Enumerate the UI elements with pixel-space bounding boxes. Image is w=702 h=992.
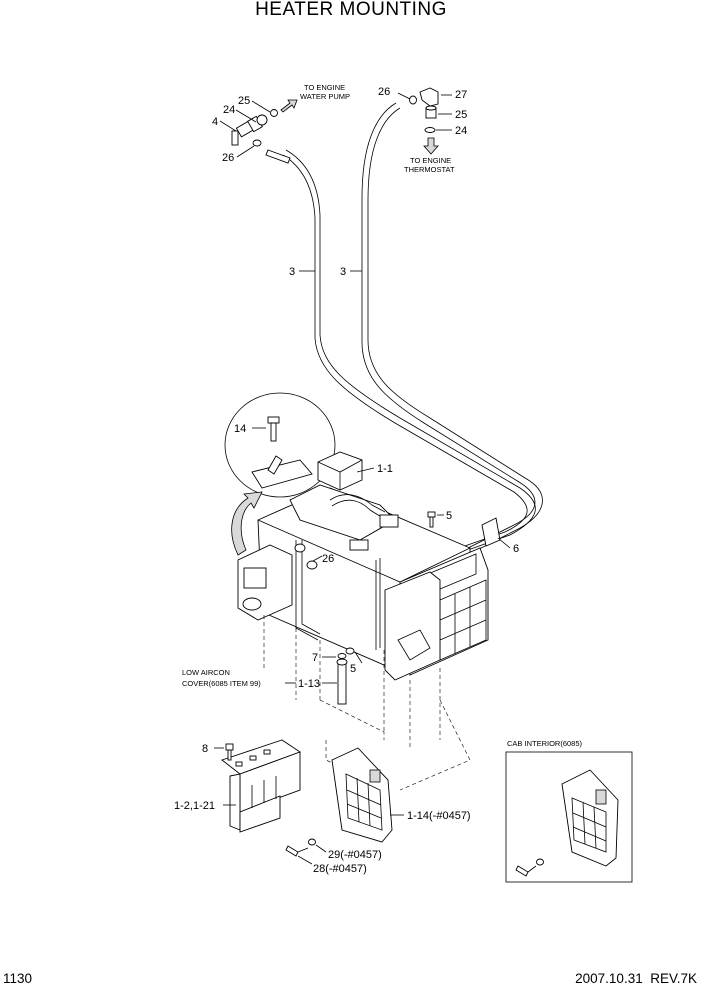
callout-1-1: 1-1 <box>377 463 393 475</box>
callout-7: 7 <box>312 652 318 664</box>
valve-fitting-group <box>231 99 298 164</box>
page-number: 1130 <box>3 971 32 986</box>
callout-6: 6 <box>513 543 519 555</box>
flow-arrow-icon <box>423 137 439 155</box>
callout-25b: 25 <box>455 109 467 121</box>
callout-24a: 24 <box>223 104 235 116</box>
callout-1-14: 1-14(-#0457) <box>407 810 471 822</box>
note-to-engine-thermo-2: THERMOSTAT <box>404 165 455 174</box>
screw-28 <box>285 838 316 857</box>
callout-26b: 26 <box>378 86 390 98</box>
note-cab-interior: CAB INTERIOR(6085) <box>507 739 583 748</box>
note-low-aircon-1: LOW AIRCON <box>182 668 230 677</box>
callout-26a: 26 <box>222 152 234 164</box>
note-to-engine-pump-2: WATER PUMP <box>300 92 350 101</box>
bracket-1-13 <box>336 653 348 705</box>
callout-24b: 24 <box>455 125 467 137</box>
elbow-fitting-group <box>409 87 439 155</box>
callout-1-2-1-21: 1-2,1-21 <box>174 800 215 812</box>
curved-arrow-icon <box>231 491 263 556</box>
callout-5a: 5 <box>446 510 452 522</box>
callout-3a: 3 <box>289 266 295 278</box>
callout-27: 27 <box>455 89 467 101</box>
callout-3b: 3 <box>340 266 346 278</box>
page-title: HEATER MOUNTING <box>255 0 447 20</box>
callout-4: 4 <box>212 116 218 128</box>
note-to-engine-pump-1: TO ENGINE <box>304 83 345 92</box>
callout-26c: 26 <box>322 553 334 565</box>
cab-interior-inset <box>505 751 633 883</box>
note-to-engine-thermo-1: TO ENGINE <box>410 156 451 165</box>
callout-25a: 25 <box>238 95 250 107</box>
cover-panel-1-14 <box>331 747 393 843</box>
callout-14: 14 <box>234 423 246 435</box>
revision-date: 2007.10.31 REV.7K <box>575 971 697 986</box>
hose-right <box>361 102 543 566</box>
callout-1-13: 1-13 <box>298 678 320 690</box>
heater-unit <box>237 451 489 681</box>
detail-circle-bolt-14 <box>224 392 336 498</box>
callout-28: 28(-#0457) <box>313 863 367 875</box>
control-panel-1-2 <box>221 739 301 833</box>
callout-8: 8 <box>202 743 208 755</box>
callout-5b: 5 <box>350 663 356 675</box>
hose-left <box>282 149 536 561</box>
note-low-aircon-2: COVER(6085 ITEM 99) <box>182 679 261 688</box>
callout-29: 29(-#0457) <box>328 849 382 861</box>
flow-arrow-icon <box>280 99 298 113</box>
